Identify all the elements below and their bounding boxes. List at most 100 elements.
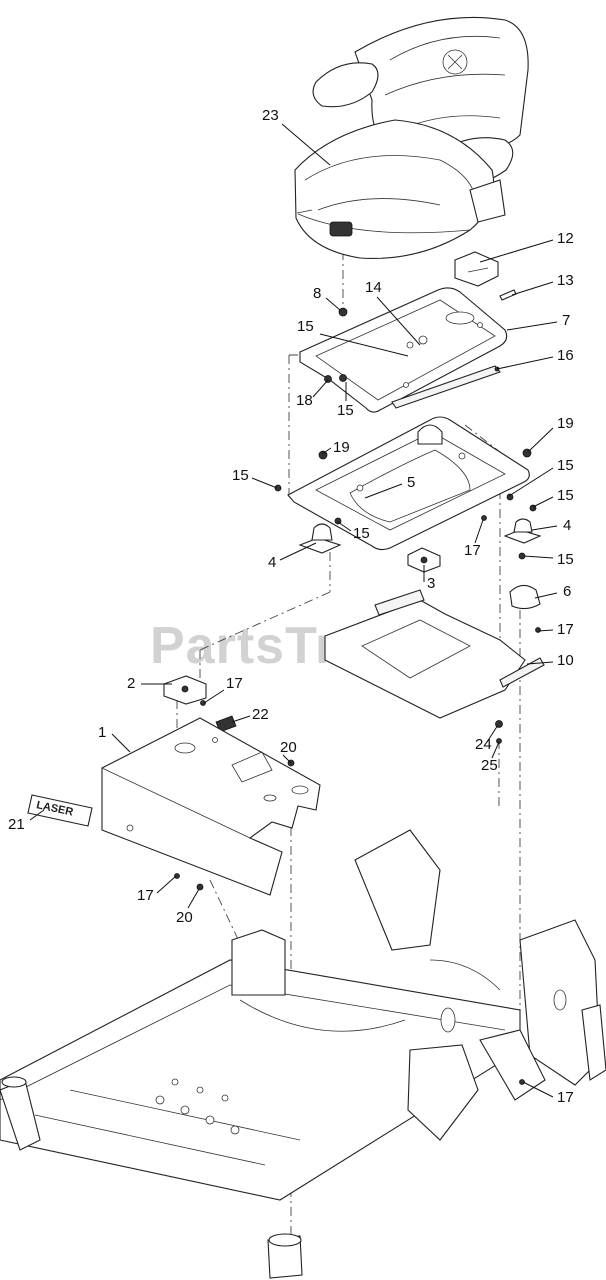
callout-label: 4 — [563, 517, 571, 534]
callout-leader — [486, 724, 499, 743]
callout-10: 10 — [526, 652, 574, 669]
callout-17: 17 — [537, 621, 574, 638]
callout-leader — [532, 496, 554, 508]
bracket-3 — [407, 547, 441, 573]
callout-19: 19 — [527, 415, 574, 453]
callout-20: 20 — [176, 888, 200, 926]
callout-1: 1 — [98, 724, 131, 753]
isolator-right — [503, 518, 542, 544]
callout-label: 19 — [557, 415, 574, 432]
callout-label: 15 — [337, 402, 354, 419]
callout-label: 15 — [297, 318, 314, 335]
bracket-12 — [454, 251, 499, 287]
callout-label: 15 — [232, 467, 249, 484]
callout-leader — [506, 321, 558, 331]
callout-leader — [511, 281, 554, 296]
callout-label: 8 — [313, 285, 321, 302]
bracket-2 — [163, 675, 207, 705]
callout-12: 12 — [479, 230, 574, 263]
callout-label: 17 — [137, 887, 154, 904]
callout-label: 22 — [252, 706, 269, 723]
callout-label: 17 — [226, 675, 243, 692]
callout-leader — [508, 467, 554, 497]
chassis-frame — [0, 829, 606, 1279]
callout-label: 19 — [333, 439, 350, 456]
suspension-frame — [274, 416, 532, 551]
callout-6: 6 — [534, 583, 571, 600]
callout-label: 5 — [407, 474, 415, 491]
callout-label: 21 — [8, 816, 25, 833]
callout-leader — [203, 689, 225, 704]
cowl-panel — [101, 717, 321, 896]
callout-label: 3 — [427, 575, 435, 592]
callout-24: 24 — [475, 724, 499, 753]
callout-leader — [325, 297, 341, 311]
callout-15: 15 — [508, 457, 574, 497]
callout-4: 4 — [531, 517, 571, 534]
callout-leader — [337, 521, 352, 532]
callout-leader — [479, 239, 554, 263]
seat-plate — [299, 287, 508, 413]
callout-15: 15 — [337, 382, 354, 419]
callout-leader — [537, 629, 554, 632]
callout-leader — [312, 379, 329, 398]
callout-leader — [319, 333, 409, 357]
callout-label: 17 — [557, 621, 574, 638]
callout-leader — [534, 592, 558, 599]
callout-label: 13 — [557, 272, 574, 289]
callout-label: 17 — [464, 542, 481, 559]
callout-leader — [279, 542, 317, 561]
callout-15: 15 — [523, 551, 574, 568]
callout-label: 16 — [557, 347, 574, 364]
callout-leader — [474, 519, 484, 544]
callout-label: 18 — [296, 392, 313, 409]
laser-emblem: LASER — [27, 794, 93, 827]
callout-label: 15 — [557, 551, 574, 568]
callout-leader — [531, 525, 558, 531]
callout-label: 12 — [557, 230, 574, 247]
callout-leader — [282, 754, 292, 764]
callout-15: 15 — [337, 521, 370, 542]
callout-label: 20 — [280, 739, 297, 756]
callout-15: 15 — [297, 318, 409, 357]
callout-17: 17 — [203, 675, 243, 704]
callout-19: 19 — [321, 439, 350, 456]
callout-label: 15 — [557, 457, 574, 474]
callout-leader — [496, 356, 554, 370]
callout-leader — [522, 1081, 554, 1098]
callout-15: 15 — [532, 487, 574, 508]
callout-leader — [281, 123, 331, 166]
callout-17: 17 — [464, 519, 484, 559]
callout-leader — [491, 741, 500, 759]
callout-leader — [523, 555, 554, 559]
callout-14: 14 — [365, 279, 421, 346]
callout-leader — [526, 661, 554, 665]
callout-7: 7 — [506, 312, 570, 331]
callout-3: 3 — [423, 565, 435, 592]
callout-17: 17 — [137, 875, 177, 904]
callout-label: 25 — [481, 757, 498, 774]
callout-label: 4 — [268, 554, 276, 571]
callout-17: 17 — [522, 1081, 574, 1106]
callout-4: 4 — [268, 542, 317, 571]
bracket-6 — [509, 584, 541, 610]
callout-5: 5 — [364, 474, 415, 499]
callout-label: 15 — [353, 525, 370, 542]
callout-label: 14 — [365, 279, 382, 296]
callout-21: 21 — [8, 809, 45, 833]
callout-23: 23 — [262, 107, 331, 166]
callout-leader — [156, 875, 177, 894]
callout-label: 17 — [557, 1089, 574, 1106]
isolator-left — [298, 523, 342, 554]
callout-2: 2 — [127, 675, 172, 692]
callout-leader — [321, 447, 332, 455]
callout-13: 13 — [511, 272, 574, 296]
callout-leader — [376, 296, 421, 346]
callout-8: 8 — [313, 285, 341, 311]
callout-leader — [111, 733, 131, 753]
callout-label: 6 — [563, 583, 571, 600]
callout-leader — [364, 483, 403, 499]
callout-25: 25 — [481, 741, 500, 774]
